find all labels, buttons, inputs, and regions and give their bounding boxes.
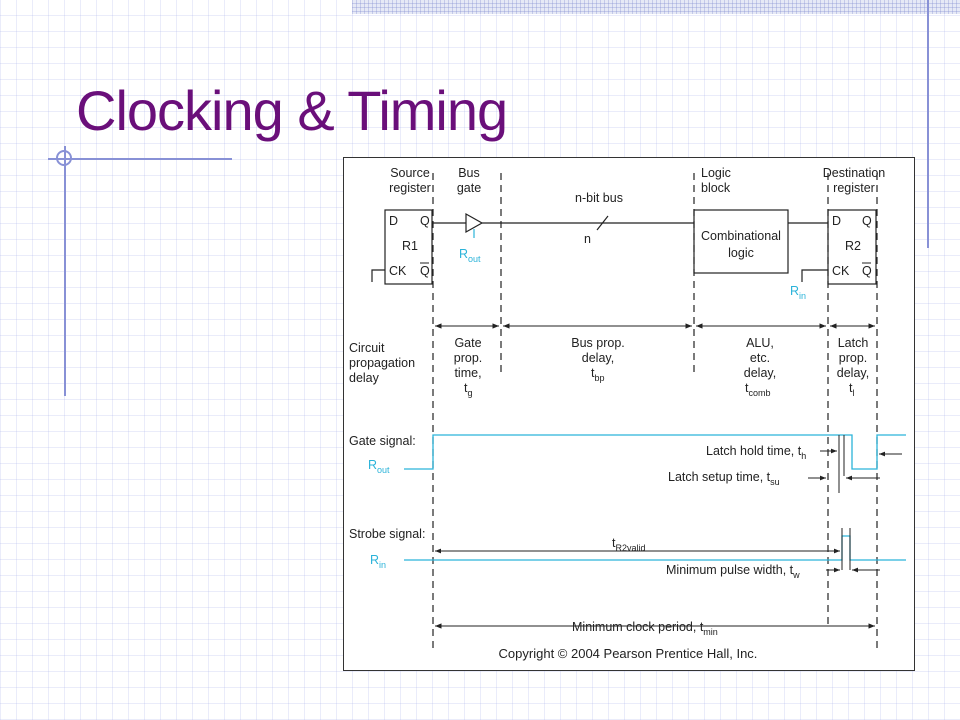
circuit-delay-label-2: propagation	[349, 356, 415, 370]
strobe-signal-label: Strobe signal:	[349, 527, 425, 541]
rin-label-top: Rin	[790, 284, 806, 301]
logic-block-label-1: Logic	[701, 166, 731, 180]
timing-diagram: Source register D Q R1 CK Q Bus gate Rou…	[343, 157, 915, 671]
copyright-note: Copyright © 2004 Pearson Prentice Hall, …	[499, 646, 758, 661]
bus-width-slash	[596, 215, 609, 231]
tr2valid-label: tR2valid	[612, 536, 646, 553]
tcomb-label: tcomb	[745, 381, 771, 398]
bus-width-n: n	[584, 232, 591, 246]
gate-signal-waveform	[404, 434, 906, 470]
r2-clock-line	[801, 269, 828, 282]
r2-q-label: Q	[862, 214, 872, 228]
circuit-delay-label-1: Circuit	[349, 341, 385, 355]
r1-ck-label: CK	[389, 264, 407, 278]
r1-q-label: Q	[420, 214, 430, 228]
alu-label-3: delay,	[744, 366, 776, 380]
tl-label: tl	[849, 381, 854, 398]
register-r2	[827, 209, 877, 285]
gate-prop-label-3: time,	[454, 366, 481, 380]
tbp-label: tbp	[591, 366, 605, 383]
r1-d-label: D	[389, 214, 398, 228]
r1-qbar-label: Q	[420, 264, 430, 278]
r2-name: R2	[845, 239, 861, 253]
latch-prop-label-3: delay,	[837, 366, 869, 380]
nbit-bus-label: n-bit bus	[575, 191, 623, 205]
bus-gate-label-1: Bus	[458, 166, 480, 180]
rule-circle-ornament	[56, 150, 72, 166]
strobe-signal-waveform	[404, 535, 906, 561]
tg-label: tg	[464, 381, 473, 398]
alu-label-1: ALU,	[746, 336, 774, 350]
latch-setup-label: Latch setup time, tsu	[668, 470, 780, 487]
stage-boundaries	[432, 173, 878, 648]
bus-prop-label-2: delay,	[582, 351, 614, 365]
latch-prop-label-2: prop.	[839, 351, 868, 365]
gate-signal-label: Gate signal:	[349, 434, 416, 448]
r2-d-label: D	[832, 214, 841, 228]
left-vertical-rule	[64, 146, 66, 396]
bus-gate-label-2: gate	[457, 181, 481, 195]
top-decor-band	[352, 0, 960, 14]
source-label-1: Source	[390, 166, 430, 180]
source-label-2: register	[389, 181, 431, 195]
alu-label-2: etc.	[750, 351, 770, 365]
circuit-delay-label-3: delay	[349, 371, 380, 385]
rin-signal-label: Rin	[370, 553, 386, 570]
r2-qbar-label: Q	[862, 264, 872, 278]
r2-ck-label: CK	[832, 264, 850, 278]
gate-prop-label-1: Gate	[454, 336, 481, 350]
comb-logic-label-2: logic	[728, 246, 754, 260]
right-decor-line	[927, 0, 929, 248]
slide-title: Clocking & Timing	[76, 79, 508, 142]
comb-logic-label-1: Combinational	[701, 229, 781, 243]
latch-hold-label: Latch hold time, th	[706, 444, 806, 461]
rout-signal-label: Rout	[368, 458, 390, 475]
r1-name: R1	[402, 239, 418, 253]
r1-clock-line	[371, 269, 385, 282]
register-r1	[384, 209, 433, 285]
rout-label: Rout	[459, 247, 481, 264]
min-pulse-label: Minimum pulse width, tw	[666, 563, 800, 580]
logic-block-label-2: block	[701, 181, 731, 195]
combinational-logic-block	[693, 209, 789, 274]
dest-label-1: Destination	[823, 166, 886, 180]
gate-prop-label-2: prop.	[454, 351, 483, 365]
latch-prop-label-1: Latch	[838, 336, 869, 350]
title-underline	[48, 158, 232, 160]
dest-label-2: register	[833, 181, 875, 195]
clock-period-label: Minimum clock period, tmin	[572, 620, 718, 637]
bus-prop-label-1: Bus prop.	[571, 336, 625, 350]
